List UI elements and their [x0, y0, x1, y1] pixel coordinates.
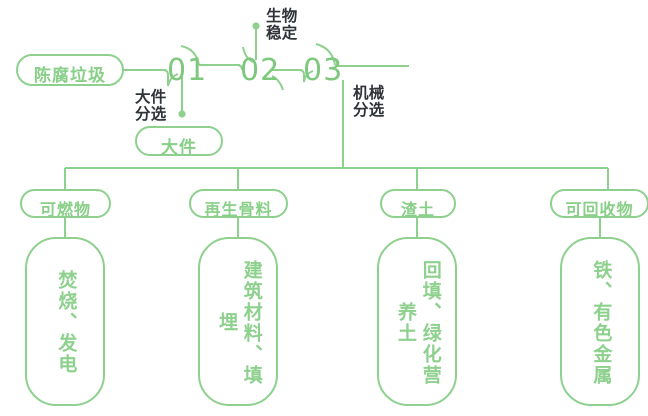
- category-label-3[interactable]: 渣土: [400, 202, 435, 219]
- detail-text-3: 回填、绿化营养土: [395, 259, 441, 386]
- detail-box-1-outline: [25, 237, 105, 406]
- detail-box-4-outline: [560, 237, 640, 406]
- stage-number-02[interactable]: 02: [240, 53, 281, 88]
- dot-biostable-connector: [252, 22, 260, 30]
- bulky-pill-outline: [135, 126, 223, 156]
- detail-box-3-outline: [377, 237, 457, 406]
- stage-number-03[interactable]: 03: [303, 53, 344, 88]
- arc-02-bottom: [271, 75, 284, 91]
- stage-caption-02: 生物 稳定: [266, 8, 298, 43]
- stage-caption-01: 大件 分选: [135, 89, 167, 124]
- arc-03-bottom: [303, 70, 314, 83]
- stage-output-label-bulky[interactable]: 大件: [161, 138, 197, 157]
- arc-01-top: [180, 45, 200, 66]
- dot-bulky-connector: [178, 110, 186, 118]
- category-label-2[interactable]: 再生骨料: [204, 202, 273, 219]
- arc-03-top: [315, 43, 336, 66]
- source-node-label[interactable]: 陈腐垃圾: [34, 66, 106, 85]
- detail-text-4: 铁、有色金属: [590, 259, 612, 386]
- category-label-1[interactable]: 可燃物: [39, 202, 91, 219]
- link-01-to-02-jog: [199, 64, 243, 71]
- category-label-4[interactable]: 可回收物: [565, 202, 634, 219]
- stage-number-01[interactable]: 01: [167, 53, 208, 88]
- detail-text-1: 焚烧、发电: [55, 270, 77, 375]
- link-02-to-03-jog: [272, 69, 305, 82]
- detail-box-2-outline: [198, 237, 278, 406]
- detail-text-2: 建筑材料、填埋: [216, 259, 262, 386]
- stage-caption-03: 机械 分选: [353, 85, 385, 120]
- arc-01-bottom: [167, 73, 179, 87]
- arc-02-top: [242, 46, 254, 63]
- link-source-to-01-jog: [123, 69, 169, 86]
